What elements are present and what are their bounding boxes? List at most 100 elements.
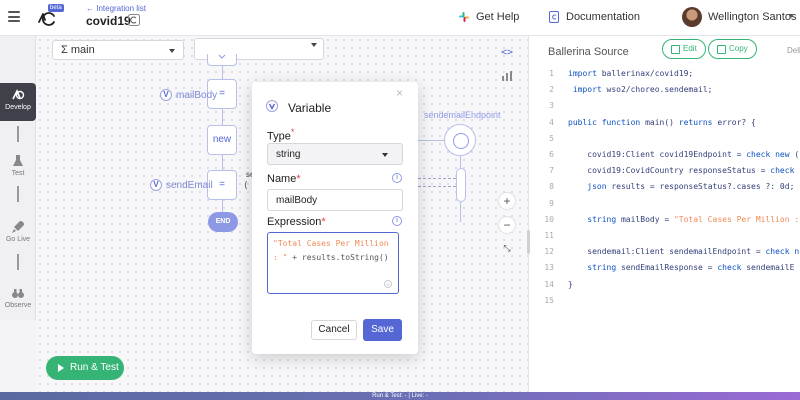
nav-divider: [17, 126, 19, 142]
panel-resize-handle[interactable]: [527, 230, 530, 254]
user-avatar[interactable]: [682, 7, 702, 27]
get-help-link[interactable]: Get Help: [458, 11, 519, 23]
menu-icon[interactable]: [8, 11, 20, 22]
code-line: 8 json results = responseStatus?.cases ?…: [528, 180, 794, 194]
zoom-in-button[interactable]: +: [498, 192, 516, 210]
name-label: Name*: [267, 173, 301, 185]
assign-node-2[interactable]: =: [207, 170, 237, 200]
project-type-icon: [128, 14, 140, 26]
type-label-text: Type: [267, 130, 291, 143]
new-node[interactable]: new: [207, 125, 237, 155]
line-number: 2: [549, 85, 554, 95]
close-icon[interactable]: ×: [396, 86, 404, 100]
code-token: "Total Cases Per Million :: [673, 214, 800, 224]
zoom-out-button[interactable]: −: [498, 216, 516, 234]
type-label: Type*: [267, 127, 295, 143]
code-token: public function: [568, 117, 646, 127]
nav-go-live[interactable]: Go Live: [0, 220, 36, 243]
info-icon[interactable]: i: [392, 216, 402, 226]
code-token: }: [568, 279, 573, 289]
code-token: covid19:CovidCountry responseStatus =: [568, 166, 771, 176]
chart-icon[interactable]: [498, 70, 516, 88]
code-line: 12 sendemail:Client sendemailEndpoint = …: [528, 245, 799, 259]
expression-label-text: Expression: [267, 216, 322, 228]
code-token: returns: [678, 117, 718, 127]
code-token: sendemail:Client sendemailEndpoint =: [568, 247, 766, 257]
code-line: 7 covid19:CovidCountry responseStatus = …: [528, 164, 794, 178]
resize-handle-icon[interactable]: ⌄: [384, 280, 392, 288]
source-panel-title: Ballerina Source: [548, 46, 629, 58]
line-number: 10: [544, 214, 554, 224]
line-number: 8: [549, 182, 554, 192]
variable-icon: V: [160, 89, 172, 101]
nav-observe[interactable]: Observe: [0, 286, 36, 309]
nav-divider: [17, 186, 19, 202]
code-line: 2 import wso2/choreo.sendemail;: [528, 83, 712, 97]
edit-button[interactable]: Edit: [662, 39, 706, 59]
copy-button[interactable]: Copy: [708, 39, 757, 59]
flow-node-partial[interactable]: [207, 54, 237, 66]
code-token: (: [794, 150, 800, 159]
code-line: 5: [528, 132, 568, 146]
chevron-down-icon: [218, 54, 226, 59]
get-help-label: Get Help: [476, 11, 520, 23]
mailbody-variable-label[interactable]: V mailBody: [160, 89, 217, 101]
line-number: 13: [544, 263, 554, 273]
user-name[interactable]: Wellington Santos: [708, 11, 797, 23]
slack-icon: [459, 12, 469, 22]
chevron-down-icon: [311, 43, 317, 47]
endpoint-icon[interactable]: [444, 124, 476, 156]
code-token: check n: [765, 247, 800, 257]
code-token: json: [568, 182, 612, 192]
nav-observe-label: Observe: [4, 302, 32, 309]
line-number: 11: [544, 231, 554, 240]
chevron-down-icon: [169, 49, 175, 53]
assign-node[interactable]: =: [207, 79, 237, 109]
nav-divider: [17, 254, 19, 270]
code-toggle-icon[interactable]: <>: [500, 47, 514, 58]
expression-editor[interactable]: "Total Cases Per Million : " + results.t…: [267, 232, 399, 294]
save-button[interactable]: Save: [363, 319, 402, 341]
integration-list-link[interactable]: ← Integration list: [86, 4, 147, 13]
line-number: 14: [544, 279, 554, 289]
nav-test[interactable]: Test: [0, 154, 36, 177]
overflow-button[interactable]: Dell: [787, 46, 800, 55]
documentation-link[interactable]: Documentation: [548, 11, 640, 23]
cancel-button[interactable]: Cancel: [311, 320, 357, 340]
sendemail-variable-label[interactable]: V sendEmail: [150, 179, 213, 191]
code-line: 15: [528, 294, 568, 308]
info-icon[interactable]: i: [392, 173, 402, 183]
binoculars-icon: [12, 289, 24, 298]
endpoint-lifeline: [456, 168, 466, 202]
variable-dialog: [252, 82, 418, 354]
end-node[interactable]: END: [208, 212, 238, 232]
code-token: main(): [645, 117, 679, 127]
run-and-test-button[interactable]: Run & Test: [46, 356, 124, 380]
expression-string-end: : ": [273, 253, 288, 262]
code-line: 6 covid19:Client covid19Endpoint = check…: [528, 148, 799, 162]
code-line: 14}: [528, 278, 573, 292]
nav-go-live-label: Go Live: [5, 236, 31, 243]
function-select[interactable]: Σ main: [52, 40, 184, 60]
fit-to-screen-icon[interactable]: ⤡: [503, 243, 511, 253]
type-select[interactable]: string: [267, 143, 403, 165]
flask-icon: [13, 155, 23, 166]
documentation-icon: [549, 11, 559, 23]
source-panel: [528, 36, 800, 392]
code-token: sendemailE: [746, 263, 795, 273]
code-line: 9: [528, 197, 568, 211]
type-select-value: string: [276, 149, 301, 160]
chevron-down-icon[interactable]: [788, 14, 794, 18]
line-number: 6: [549, 150, 554, 159]
rocket-icon: [12, 221, 24, 233]
line-number: 7: [549, 166, 554, 176]
name-input[interactable]: mailBody: [267, 189, 403, 211]
code-line: 3: [528, 99, 568, 113]
expression-concat: + results.toString(): [287, 253, 389, 262]
choreo-logo[interactable]: [36, 8, 56, 28]
code-token: import: [568, 85, 607, 95]
code-token: sendEmailResponse =: [620, 263, 718, 273]
nav-develop[interactable]: Develop: [0, 83, 36, 121]
